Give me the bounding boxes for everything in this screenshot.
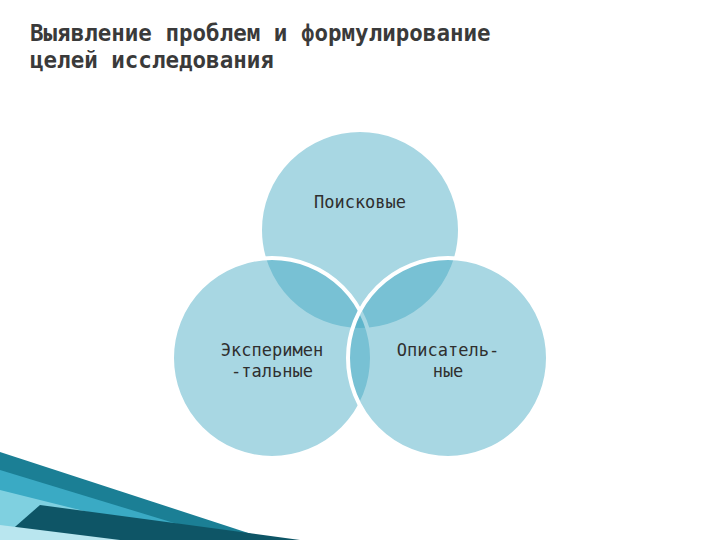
stripe	[0, 525, 120, 540]
venn-circle: Эксперимен -тальные	[170, 256, 374, 460]
slide-title: Выявление проблем и формулирование целей…	[30, 20, 510, 74]
circle-label: Описатель- ные	[392, 340, 504, 383]
stripe	[0, 505, 300, 540]
circle-label: Поисковые	[304, 192, 416, 213]
circle-shape	[348, 258, 548, 458]
circle-label: Эксперимен -тальные	[216, 340, 328, 383]
venn-circle: Описатель- ные	[346, 256, 550, 460]
circle-shape	[172, 258, 372, 458]
